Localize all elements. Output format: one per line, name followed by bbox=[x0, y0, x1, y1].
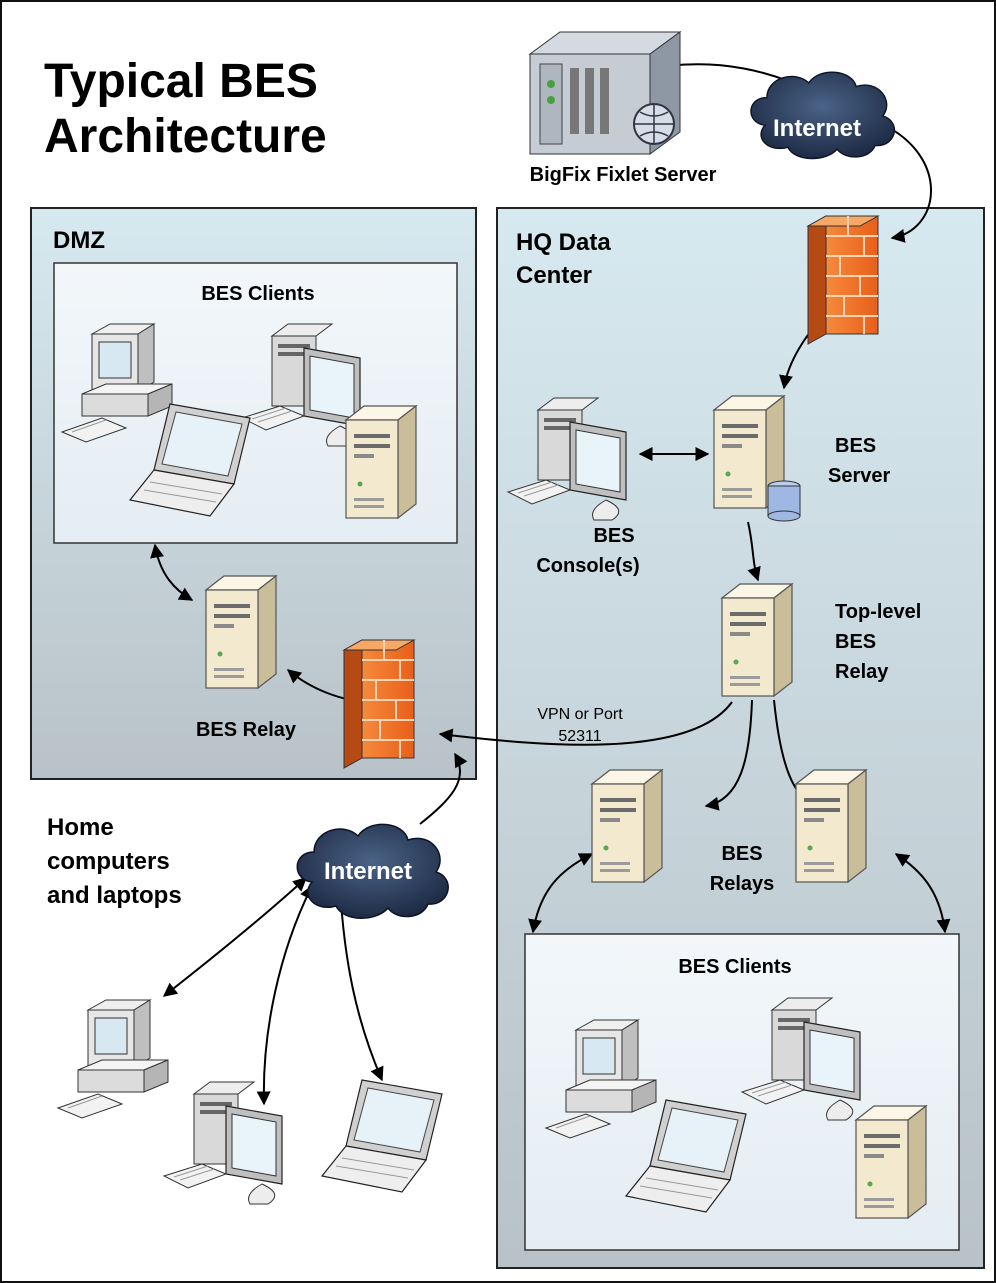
hq-relay-right-icon bbox=[795, 769, 867, 883]
top-relay-label-line3: Relay bbox=[835, 661, 889, 683]
link-dmz-internet bbox=[419, 752, 468, 825]
bes-server-icon bbox=[713, 395, 801, 522]
hq-label-line2: Center bbox=[516, 262, 592, 289]
hq-client-server-icon bbox=[855, 1105, 927, 1219]
bes-console-label-line2: Console(s) bbox=[536, 555, 639, 577]
vpn-label-line1: VPN or Port bbox=[537, 706, 623, 723]
link-top-relay-to-relay-left bbox=[704, 699, 753, 811]
bes-console-label-line1: BES bbox=[593, 525, 634, 547]
diagram-title-line1: Typical BES bbox=[44, 55, 318, 108]
link-dmz-relay-to-clients bbox=[150, 543, 194, 601]
hq-relay-left-icon bbox=[591, 769, 663, 883]
link-vpn bbox=[438, 701, 733, 746]
dmz-firewall-icon bbox=[343, 639, 415, 769]
dmz-client-server-icon bbox=[345, 405, 417, 519]
link-server-to-top-relay bbox=[747, 521, 761, 582]
bes-server-label-line1: BES bbox=[835, 435, 876, 457]
link-relay-right-clients bbox=[894, 853, 951, 934]
top-level-relay-icon bbox=[721, 583, 793, 697]
dmz-label: DMZ bbox=[53, 227, 105, 254]
hq-firewall-icon bbox=[807, 215, 879, 345]
home-label-line1: Home bbox=[47, 814, 114, 841]
link-relay-left-clients bbox=[528, 853, 594, 934]
diagram-title-line2: Architecture bbox=[44, 110, 327, 163]
home-label-line3: and laptops bbox=[47, 882, 182, 909]
dmz-relay-label: BES Relay bbox=[196, 719, 297, 741]
hq-label-line1: HQ Data bbox=[516, 229, 611, 256]
top-relay-label-line2: BES bbox=[835, 631, 876, 653]
top-relay-label-line1: Top-level bbox=[835, 601, 921, 623]
bes-server-label-line2: Server bbox=[828, 465, 890, 487]
bes-relays-label-line1: BES bbox=[721, 843, 762, 865]
vpn-label-line2: 52311 bbox=[558, 728, 601, 745]
internet-top-label: Internet bbox=[773, 115, 861, 142]
fixlet-server-icon bbox=[528, 31, 682, 155]
dmz-relay-icon bbox=[205, 575, 277, 689]
home-label-line2: computers bbox=[47, 848, 170, 875]
link-internet-home-desktop bbox=[256, 884, 313, 1106]
dmz-clients-label: BES Clients bbox=[201, 283, 314, 305]
internet-bottom-label: Internet bbox=[324, 858, 412, 885]
fixlet-server-label: BigFix Fixlet Server bbox=[530, 164, 717, 186]
hq-clients-label: BES Clients bbox=[678, 956, 791, 978]
bes-relays-label-line2: Relays bbox=[710, 873, 775, 895]
link-internet-to-firewall bbox=[885, 125, 932, 243]
